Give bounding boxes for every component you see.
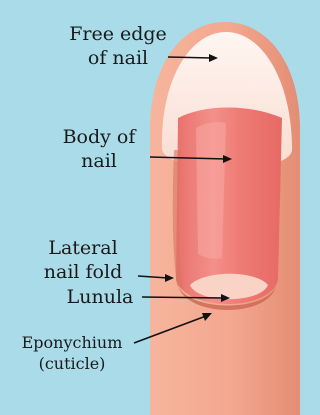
- label-free-edge-line-2: of nail: [62, 46, 174, 70]
- label-eponychium-line-2: (cuticle): [2, 353, 142, 374]
- label-free-edge: Free edge of nail: [62, 22, 174, 70]
- label-free-edge-line-1: Free edge: [62, 22, 174, 46]
- label-eponychium-line-1: Eponychium: [2, 332, 142, 353]
- label-body-line-2: nail: [50, 149, 148, 173]
- label-lateral-line-1: Lateral: [28, 236, 138, 260]
- label-lateral-nail-fold: Lateral nail fold: [28, 236, 138, 284]
- label-lunula: Lunula: [60, 285, 140, 309]
- nail-highlight: [196, 122, 226, 259]
- label-lunula-line-1: Lunula: [60, 285, 140, 309]
- label-lateral-line-2: nail fold: [28, 260, 138, 284]
- label-body-of-nail: Body of nail: [50, 125, 148, 173]
- label-eponychium: Eponychium (cuticle): [2, 332, 142, 374]
- label-body-line-1: Body of: [50, 125, 148, 149]
